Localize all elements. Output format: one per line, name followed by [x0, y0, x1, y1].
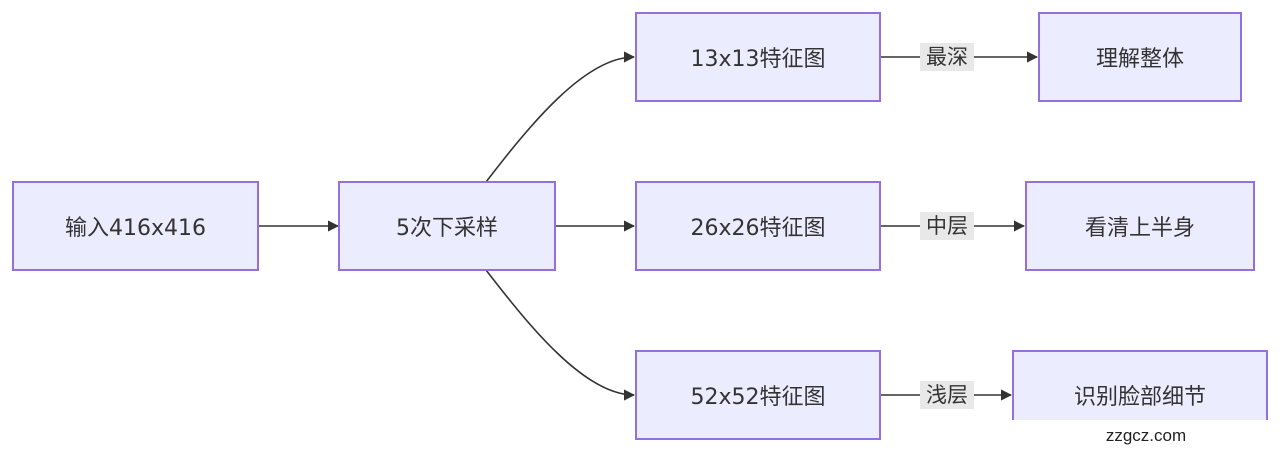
node-downsample-label: 5次下采样: [396, 216, 498, 241]
node-downsample: 5次下采样: [338, 181, 556, 271]
edge-label-shallow: 浅层: [920, 381, 974, 409]
node-whole-label: 理解整体: [1095, 47, 1184, 72]
node-fm26-label: 26x26特征图: [690, 216, 826, 241]
edge-downsample-to-fm52: [485, 269, 636, 401]
node-input: 输入416x416: [12, 181, 259, 271]
edge-label-middle: 中层: [920, 212, 974, 240]
node-whole: 理解整体: [1038, 12, 1242, 102]
watermark: zzgcz.com: [1012, 420, 1280, 452]
node-fm26: 26x26特征图: [635, 181, 881, 271]
edge-label-deepest: 最深: [920, 43, 974, 71]
node-fm52-label: 52x52特征图: [690, 385, 826, 410]
node-upper-label: 看清上半身: [1084, 216, 1195, 241]
node-face-label: 识别脸部细节: [1073, 385, 1206, 410]
node-fm13: 13x13特征图: [635, 12, 881, 102]
node-fm52: 52x52特征图: [635, 350, 881, 440]
watermark-text: zzgcz.com: [1105, 426, 1187, 445]
node-upper: 看清上半身: [1025, 181, 1255, 271]
node-fm13-label: 13x13特征图: [690, 47, 826, 72]
edge-downsample-to-fm13: [485, 51, 636, 183]
node-input-label: 输入416x416: [64, 216, 206, 241]
